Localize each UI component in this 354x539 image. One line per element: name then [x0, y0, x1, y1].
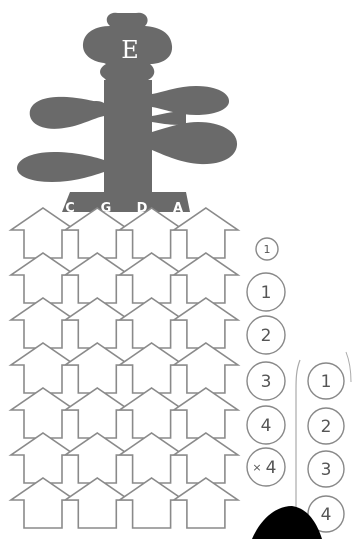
finger-position-arrow — [171, 252, 241, 304]
finger-circle: 3 — [307, 450, 345, 488]
finger-position-arrow — [8, 252, 78, 304]
string-labels: C G D A — [65, 201, 183, 216]
finger-position-arrow — [117, 432, 187, 484]
finger-position-arrow — [117, 387, 187, 439]
finger-position-arrow — [8, 387, 78, 439]
finger-number: 3 — [321, 460, 332, 480]
finger-position-arrow — [117, 252, 187, 304]
main-fingering-column: 1 1 2 3 4 × 4 — [246, 237, 286, 487]
finger-circle: 4 — [246, 405, 286, 445]
finger-circle: 2 — [307, 407, 345, 445]
finger-number: 2 — [321, 417, 332, 437]
bottom-corner-arc — [252, 506, 322, 539]
finger-position-arrow — [171, 387, 241, 439]
finger-circle: 1 — [307, 362, 345, 400]
string-label-a: A — [173, 201, 183, 216]
finger-position-arrow — [171, 342, 241, 394]
finger-position-arrow — [62, 477, 132, 529]
finger-circle: × 4 — [246, 447, 286, 487]
finger-number: 4 — [321, 505, 332, 525]
string-label-g: G — [101, 201, 112, 216]
finger-position-arrow — [62, 387, 132, 439]
finger-position-arrow — [62, 342, 132, 394]
finger-position-arrow — [171, 297, 241, 349]
finger-circle: 3 — [246, 361, 286, 401]
column-divider-right — [345, 351, 352, 383]
finger-circle: 2 — [246, 315, 286, 355]
finger-position-arrow — [8, 477, 78, 529]
finger-number: 4 — [266, 458, 277, 478]
finger-position-arrow — [171, 432, 241, 484]
finger-circle: 1 — [255, 237, 279, 261]
finger-prefix: × — [252, 461, 261, 474]
finger-number: 3 — [261, 372, 272, 392]
finger-position-arrow — [171, 477, 241, 529]
finger-circle: 1 — [246, 272, 286, 312]
finger-position-arrow — [117, 342, 187, 394]
finger-number: 1 — [261, 283, 272, 303]
finger-circle: 4 — [307, 495, 345, 533]
finger-position-arrow — [8, 297, 78, 349]
column-divider — [295, 359, 301, 520]
finger-number: 4 — [261, 416, 272, 436]
string-label-d: D — [137, 201, 148, 216]
finger-number: 1 — [264, 243, 271, 256]
pegbox-silhouette — [17, 12, 238, 212]
finger-position-arrow — [171, 207, 241, 259]
finger-position-arrow — [117, 477, 187, 529]
finger-position-arrow — [62, 297, 132, 349]
finger-position-arrow — [62, 432, 132, 484]
finger-position-arrow — [8, 342, 78, 394]
finger-number: 2 — [261, 326, 272, 346]
finger-position-arrow — [117, 297, 187, 349]
finger-position-arrow — [62, 207, 132, 259]
finger-number: 1 — [321, 372, 332, 392]
scroll-letter: E — [121, 36, 139, 64]
finger-position-arrow — [8, 432, 78, 484]
finger-position-arrow — [62, 252, 132, 304]
finger-position-grid — [8, 207, 241, 529]
alternate-fingering-column: 1 2 3 4 — [307, 362, 345, 533]
string-label-c: C — [65, 201, 75, 216]
